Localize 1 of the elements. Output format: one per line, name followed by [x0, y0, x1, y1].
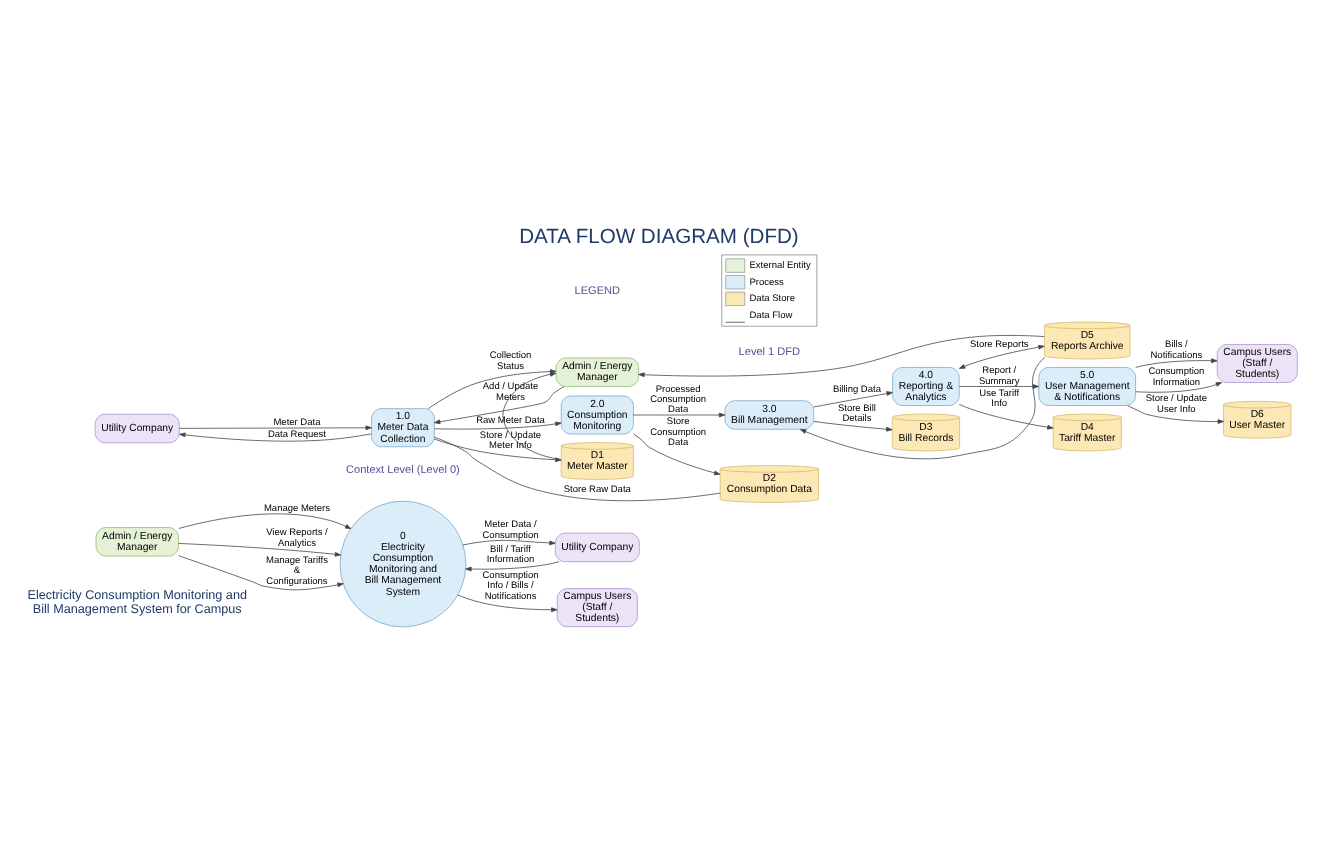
diagram-title: DATA FLOW DIAGRAM (DFD) — [519, 225, 799, 248]
